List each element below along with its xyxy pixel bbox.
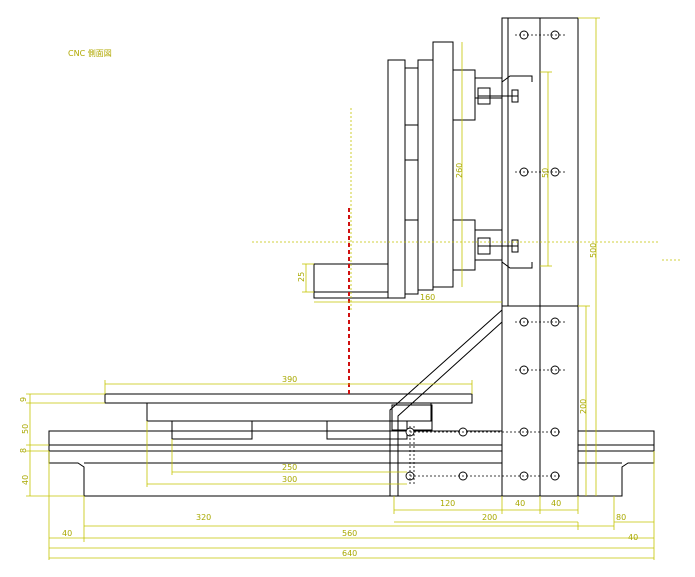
dim-500: 500 [589,243,598,258]
dim-8: 8 [19,448,28,453]
dim-560: 560 [342,529,357,538]
drawing-title: CNC 側面図 [68,48,112,58]
dim-200-vertical: 200 [579,399,588,414]
dim-80: 80 [616,513,626,522]
dim-640: 640 [342,549,357,558]
dim-40-bottom-left: 40 [62,529,72,538]
dimension-labels: 390 250 300 160 25 260 50 500 200 9 50 8… [19,163,638,558]
hidden-lines [409,34,565,484]
dim-200-bottom: 200 [482,513,497,522]
table-assembly [104,393,473,440]
dim-250: 250 [282,463,297,472]
dim-390: 390 [282,375,297,384]
dim-9: 9 [19,397,28,402]
dim-320: 320 [196,513,211,522]
dim-40-b: 40 [551,499,561,508]
dim-260: 260 [455,163,464,178]
dim-160: 160 [420,293,435,302]
dimension-lines [26,17,655,560]
dim-40-a: 40 [515,499,525,508]
z-axis-assembly [313,41,533,299]
dim-50-left: 50 [21,424,30,434]
dim-300: 300 [282,475,297,484]
dim-40-left: 40 [21,475,30,485]
dim-50-column: 50 [541,168,550,178]
dim-120: 120 [440,499,455,508]
dim-25: 25 [297,272,306,282]
dim-40-bottom-right: 40 [628,533,638,542]
